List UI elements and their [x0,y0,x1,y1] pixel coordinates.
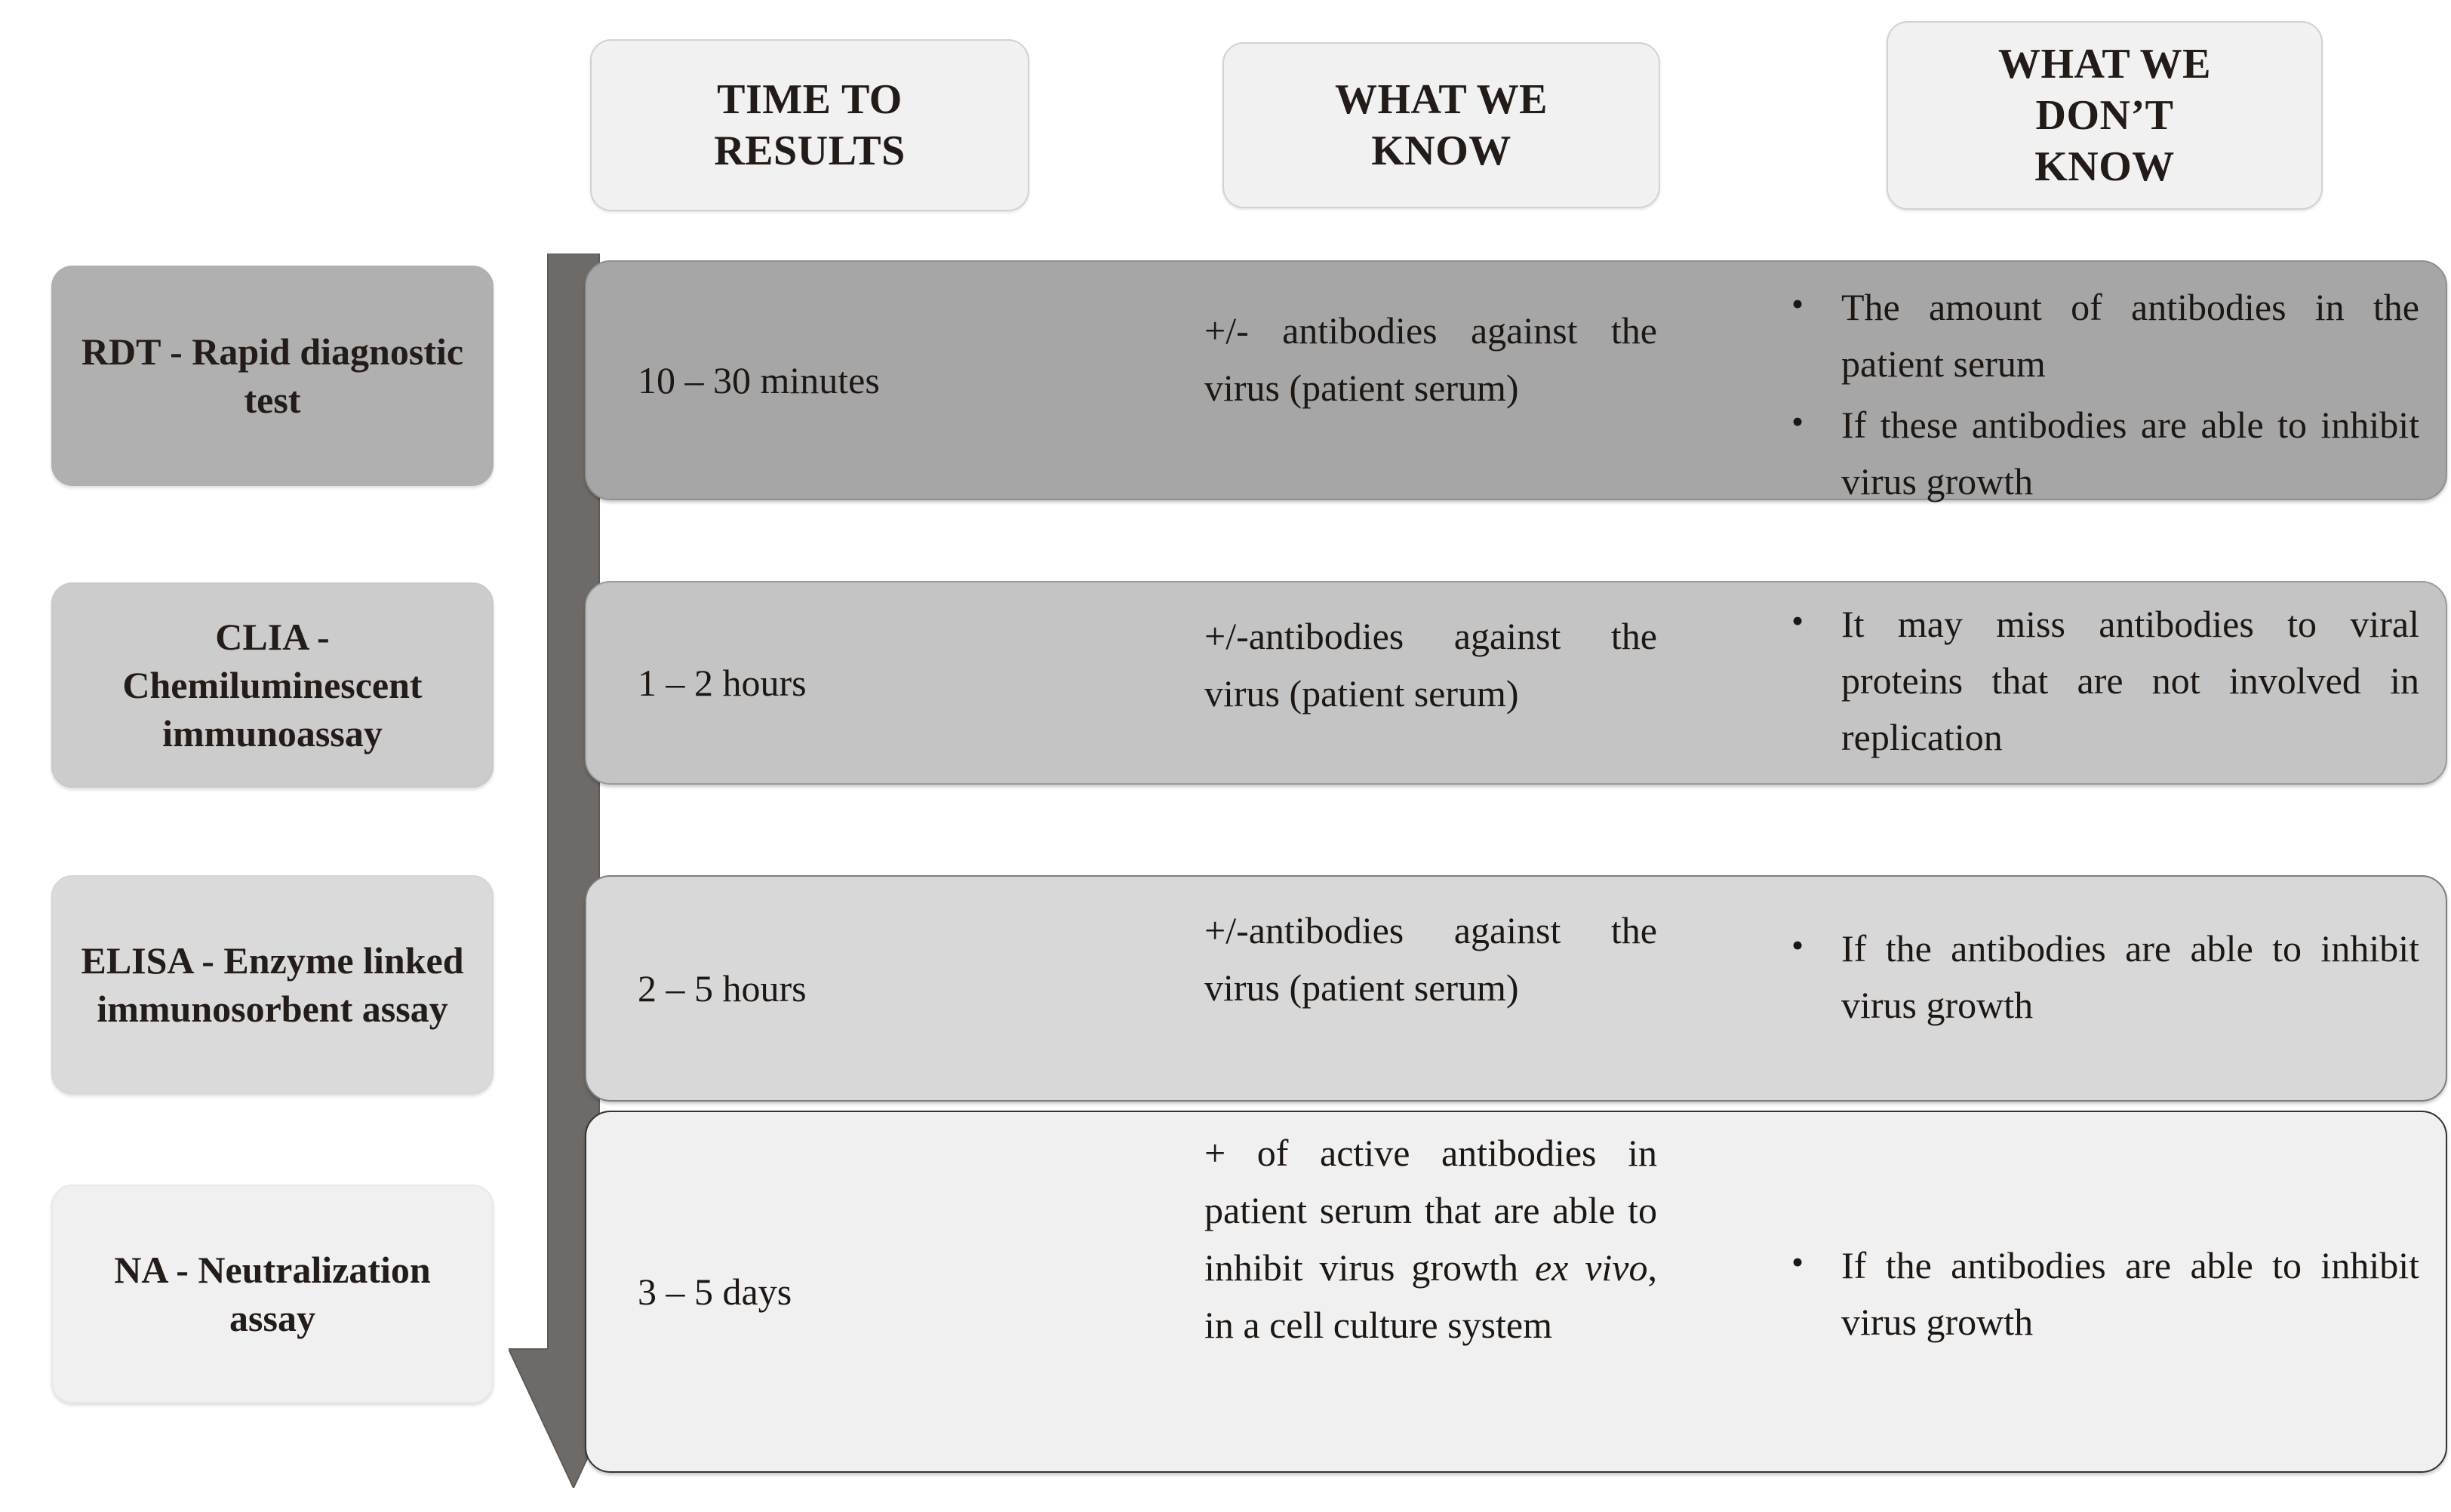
bullet-text: If the antibodies are able to inhibit vi… [1841,927,2419,1026]
assay-label-clia: CLIA - Chemiluminescent immunoassay [51,582,494,788]
bullet-text: If the antibodies are able to inhibit vi… [1841,1244,2419,1343]
assay-label-elisa-text: ELISA - Enzyme linked immunosorbent assa… [81,939,464,1030]
cell-time-rdt: 10 – 30 minutes [638,260,1060,500]
assay-label-na-text: NA - Neutralization assay [114,1249,431,1339]
column-header-time-to-results-label: TIME TO RESULTS [714,75,906,174]
assay-label-rdt: RDT - Rapid diagnostic test [51,266,494,486]
assay-label-rdt-text: RDT - Rapid diagnostic test [81,330,464,421]
cell-what-we-know-rdt-text: +/- antibodies against the virus (patien… [1204,309,1657,409]
plain-text: , in a cell culture system [1204,1246,1658,1346]
cell-what-we-know-clia: +/-antibodies against the virus (patient… [1204,607,1657,722]
cell-what-we-know-na-text: + of active antibodies in patient serum … [1204,1132,1657,1346]
cell-what-we-dont-know-rdt: The amount of antibodies in the patient … [1785,278,2419,515]
bullet-list-elisa: If the antibodies are able to inhibit vi… [1785,919,2419,1034]
bullet-list-rdt: The amount of antibodies in the patient … [1785,278,2419,510]
bullet-text: It may miss antibodies to viral proteins… [1841,603,2419,758]
cell-time-clia: 1 – 2 hours [638,581,1060,785]
column-header-what-we-dont-know: WHAT WE DON’T KNOW [1887,21,2323,210]
cell-what-we-know-elisa: +/-antibodies against the virus (patient… [1204,902,1657,1016]
cell-time-rdt-text: 10 – 30 minutes [638,359,880,401]
cell-time-na-text: 3 – 5 days [638,1271,792,1313]
cell-time-clia-text: 1 – 2 hours [638,662,807,704]
cell-time-elisa-text: 2 – 5 hours [638,967,807,1010]
list-item: The amount of antibodies in the patient … [1785,278,2419,392]
bullet-text: If these antibodies are able to inhibit … [1841,404,2419,502]
list-item: It may miss antibodies to viral proteins… [1785,595,2419,766]
italic-term: ex vivo [1534,1246,1648,1289]
bullet-list-clia: It may miss antibodies to viral proteins… [1785,595,2419,766]
cell-time-na: 3 – 5 days [638,1111,1060,1473]
cell-what-we-know-na: + of active antibodies in patient serum … [1204,1124,1657,1354]
assay-label-na: NA - Neutralization assay [51,1185,494,1403]
list-item: If the antibodies are able to inhibit vi… [1785,919,2419,1034]
cell-what-we-know-clia-text: +/-antibodies against the virus (patient… [1204,615,1657,715]
cell-what-we-dont-know-clia: It may miss antibodies to viral proteins… [1785,595,2419,770]
cell-what-we-dont-know-na: If the antibodies are able to inhibit vi… [1785,1236,2419,1355]
bullet-text: The amount of antibodies in the patient … [1841,286,2419,385]
assay-label-clia-text: CLIA - Chemiluminescent immunoassay [122,616,423,754]
column-header-what-we-know: WHAT WE KNOW [1222,42,1660,208]
column-header-time-to-results: TIME TO RESULTS [590,39,1029,211]
cell-what-we-dont-know-elisa: If the antibodies are able to inhibit vi… [1785,919,2419,1038]
cell-what-we-know-rdt: +/- antibodies against the virus (patien… [1204,302,1657,416]
column-header-what-we-dont-know-label: WHAT WE DON’T KNOW [1997,40,2212,191]
column-header-what-we-know-label: WHAT WE KNOW [1334,75,1548,174]
cell-time-elisa: 2 – 5 hours [638,875,1060,1102]
list-item: If these antibodies are able to inhibit … [1785,395,2419,510]
cell-what-we-know-elisa-text: +/-antibodies against the virus (patient… [1204,909,1657,1009]
assay-label-elisa: ELISA - Enzyme linked immunosorbent assa… [51,875,494,1094]
bullet-list-na: If the antibodies are able to inhibit vi… [1785,1236,2419,1351]
plain-text: + of active antibodies in patient serum … [1204,1132,1657,1289]
list-item: If the antibodies are able to inhibit vi… [1785,1236,2419,1351]
